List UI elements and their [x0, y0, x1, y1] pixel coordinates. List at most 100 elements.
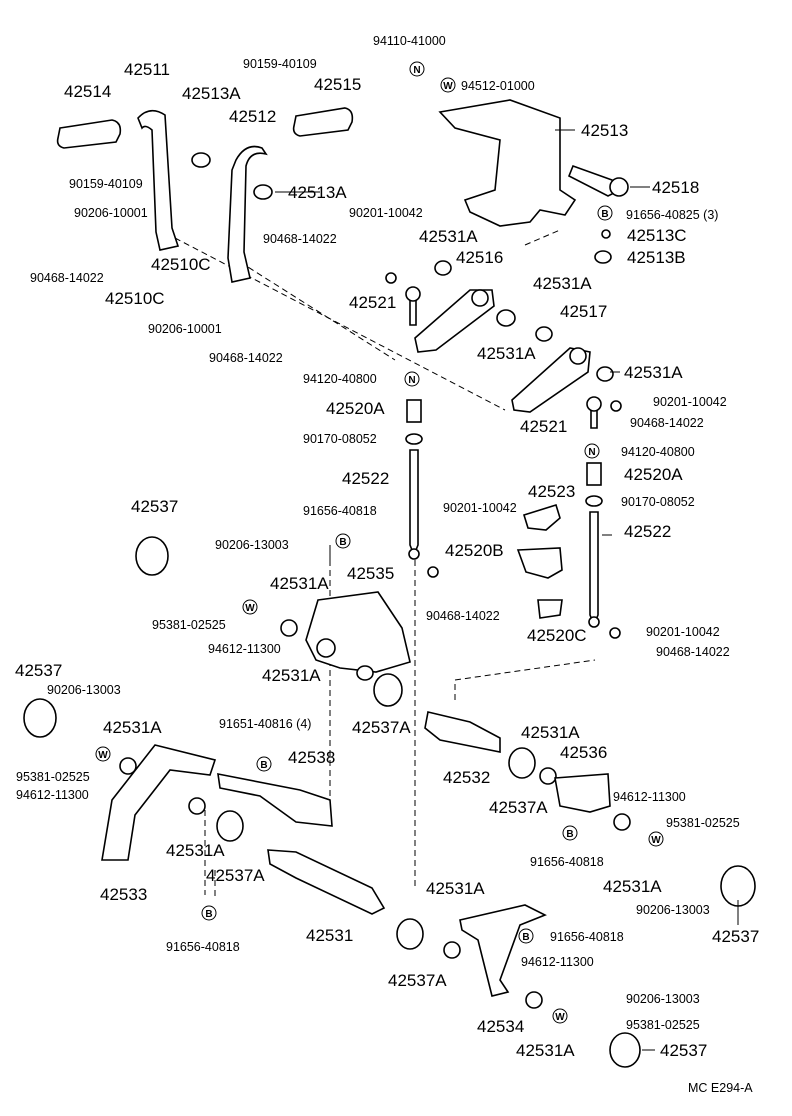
part-label: 42513A — [288, 183, 347, 202]
part-label: 42521 — [349, 293, 396, 312]
part-label: 42537 — [15, 661, 62, 680]
svg-text:B: B — [566, 829, 573, 840]
part-label: 42533 — [100, 885, 147, 904]
part-label: 94612-11300 — [16, 788, 89, 802]
part-label: 91656-40825 (3) — [626, 208, 718, 222]
part-42515-knob — [292, 107, 354, 137]
part-label: 42531A — [477, 344, 536, 363]
part-label: 91656-40818 — [303, 504, 377, 518]
part-label: 42531A — [262, 666, 321, 685]
b-symbol: B — [597, 205, 613, 221]
svg-text:W: W — [98, 750, 108, 761]
part-label: 42535 — [347, 564, 394, 583]
part-label: 42531 — [306, 926, 353, 945]
b-symbol: B — [518, 928, 534, 944]
part-label: 90468-14022 — [30, 271, 104, 285]
part-label: 42520A — [326, 399, 385, 418]
part-label: 42516 — [456, 248, 503, 267]
part-label: 42513C — [627, 226, 687, 245]
svg-text:B: B — [205, 909, 212, 920]
part-label: 95381-02525 — [16, 770, 90, 784]
part-label: 42520C — [527, 626, 587, 645]
part-label: 94120-40800 — [303, 372, 377, 386]
part-label: 90206-10001 — [74, 206, 148, 220]
part-label: 95381-02525 — [626, 1018, 700, 1032]
part-label: 42531A — [103, 718, 162, 737]
svg-text:N: N — [588, 447, 595, 458]
svg-text:B: B — [260, 760, 267, 771]
part-label: 90206-13003 — [626, 992, 700, 1006]
part-42523 — [523, 503, 561, 531]
part-42534-bracket — [459, 904, 547, 997]
part-42520A-a — [406, 399, 422, 423]
part-label: 42517 — [560, 302, 607, 321]
part-42521-b — [590, 409, 598, 429]
part-label: 42531A — [533, 274, 592, 293]
part-label: 42531A — [624, 363, 683, 382]
part-label: 91656-40818 — [550, 930, 624, 944]
part-42522-rod-b — [589, 511, 599, 628]
part-42512-lever — [227, 145, 268, 283]
part-label: 42538 — [288, 748, 335, 767]
part-label: 90159-40109 — [243, 57, 317, 71]
part-label: 91656-40818 — [530, 855, 604, 869]
part-42533-bracket — [101, 744, 217, 861]
part-label: 42534 — [477, 1017, 524, 1036]
part-label: 90468-14022 — [656, 645, 730, 659]
svg-text:B: B — [339, 537, 346, 548]
b-symbol: B — [256, 756, 272, 772]
part-label: 94120-40800 — [621, 445, 695, 459]
part-42511-lever — [137, 109, 180, 251]
part-label: 90201-10042 — [646, 625, 720, 639]
b-symbol: B — [201, 905, 217, 921]
part-label: 42532 — [443, 768, 490, 787]
part-label: 42531A — [166, 841, 225, 860]
part-label: 90468-14022 — [209, 351, 283, 365]
part-42513A-bushing-a — [191, 152, 211, 168]
leader-lines — [275, 129, 739, 1051]
part-label: 42513A — [182, 84, 241, 103]
part-label: 94612-11300 — [521, 955, 594, 969]
part-label: 42531A — [270, 574, 329, 593]
part-42514-knob — [56, 119, 122, 149]
part-label: 42537A — [206, 866, 265, 885]
part-label: 90201-10042 — [349, 206, 423, 220]
part-42537-a — [135, 536, 169, 576]
part-label: 42515 — [314, 75, 361, 94]
part-label: 42510C — [151, 255, 211, 274]
svg-text:W: W — [443, 81, 453, 92]
part-label: 42512 — [229, 107, 276, 126]
part-label: 42531A — [426, 879, 485, 898]
w-symbol: W — [648, 831, 664, 847]
part-label: 94612-11300 — [613, 790, 686, 804]
part-42538-bracket — [217, 772, 333, 827]
w-symbol: W — [95, 746, 111, 762]
svg-text:B: B — [522, 932, 529, 943]
part-42536-bracket — [554, 773, 611, 813]
part-shapes — [23, 99, 756, 1068]
part-42513C — [601, 229, 611, 239]
part-label: 94612-11300 — [208, 642, 281, 656]
part-label: 42511 — [124, 60, 170, 79]
part-label: 42510C — [105, 289, 165, 308]
part-42522-rod-a — [409, 449, 419, 558]
part-label: 90201-10042 — [443, 501, 517, 515]
w-symbol: W — [242, 599, 258, 615]
part-label: 90206-13003 — [636, 903, 710, 917]
svg-text:N: N — [408, 375, 415, 386]
part-label: 42531A — [516, 1041, 575, 1060]
part-42518-bolt — [567, 164, 617, 197]
diagram-code: MC E294-A — [688, 1081, 753, 1095]
part-label: 42522 — [624, 522, 671, 541]
part-42531-shaft — [267, 849, 386, 915]
n-symbol: N — [404, 371, 420, 387]
svg-text:W: W — [245, 603, 255, 614]
part-label: 42513 — [581, 121, 628, 140]
b-symbol: B — [562, 825, 578, 841]
part-label: 90201-10042 — [653, 395, 727, 409]
part-label: 42531A — [603, 877, 662, 896]
part-label: 90206-10001 — [148, 322, 222, 336]
part-42537-b — [23, 698, 57, 738]
part-label: 90170-08052 — [621, 495, 695, 509]
part-label: 42522 — [342, 469, 389, 488]
